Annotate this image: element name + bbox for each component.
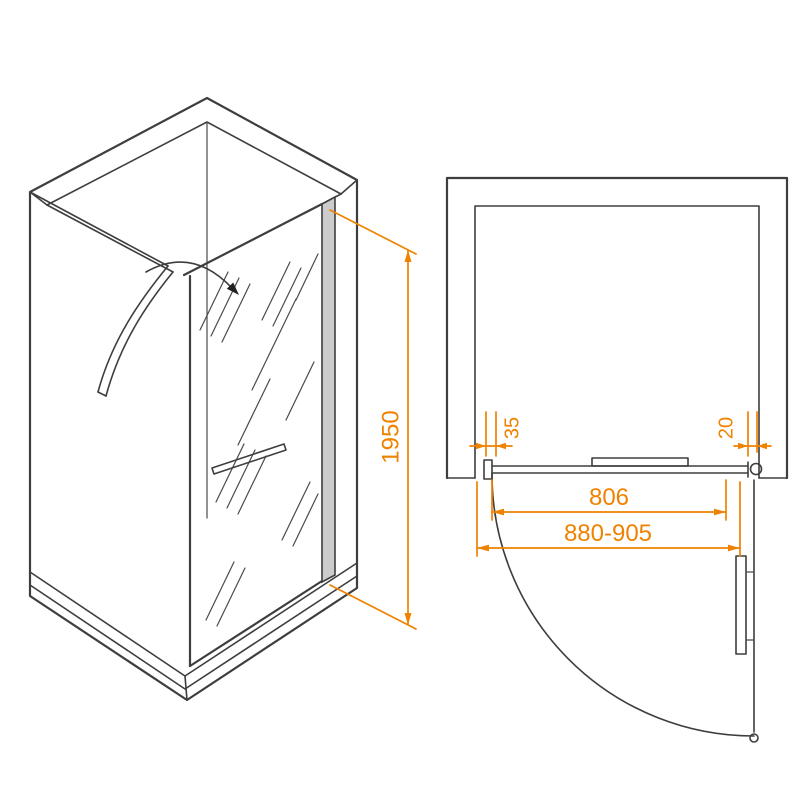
wall-profile-label: 35	[501, 417, 523, 439]
pivot-profile-label: 20	[715, 417, 737, 439]
dimension-20: 20	[715, 411, 772, 457]
dimension-ext-top	[329, 209, 417, 255]
plan-view: 35 20 806 880-905	[445, 176, 789, 743]
dimension-35: 35	[469, 411, 523, 457]
hinge-profile-3d	[321, 195, 336, 584]
wall-profile-plan	[483, 459, 493, 480]
door-height-label: 1950	[377, 410, 404, 463]
pivot-hinge-plan	[749, 462, 763, 476]
open-door-plan	[735, 479, 759, 743]
dimension-806: 806	[491, 479, 727, 521]
open-door-handle	[735, 555, 747, 655]
wall-outline-plan	[445, 176, 789, 480]
glass-hatching	[199, 253, 319, 627]
closed-door-plan	[483, 457, 763, 480]
door-top-edge	[182, 202, 324, 277]
wall-rim-endcap-right	[340, 179, 358, 195]
dimension-880-905: 880-905	[476, 481, 741, 557]
dimension-ext-bottom	[329, 584, 417, 630]
overall-width-label: 880-905	[564, 520, 652, 547]
dimension-1950: 1950	[329, 209, 417, 630]
shower-tray	[29, 562, 358, 701]
enclosure-outline	[28, 96, 359, 702]
isometric-view: 1950	[28, 96, 417, 702]
swing-direction-arrow	[145, 261, 239, 295]
glass-width-label: 806	[589, 484, 629, 511]
glass-door	[182, 193, 342, 668]
door-swing-arc	[491, 473, 755, 737]
door-handle-plan	[591, 457, 689, 467]
door-handle-3d	[211, 443, 287, 475]
wall-rim-inner	[46, 121, 342, 206]
door-bottom-edge	[188, 579, 324, 668]
wall-break-curve	[29, 191, 174, 397]
